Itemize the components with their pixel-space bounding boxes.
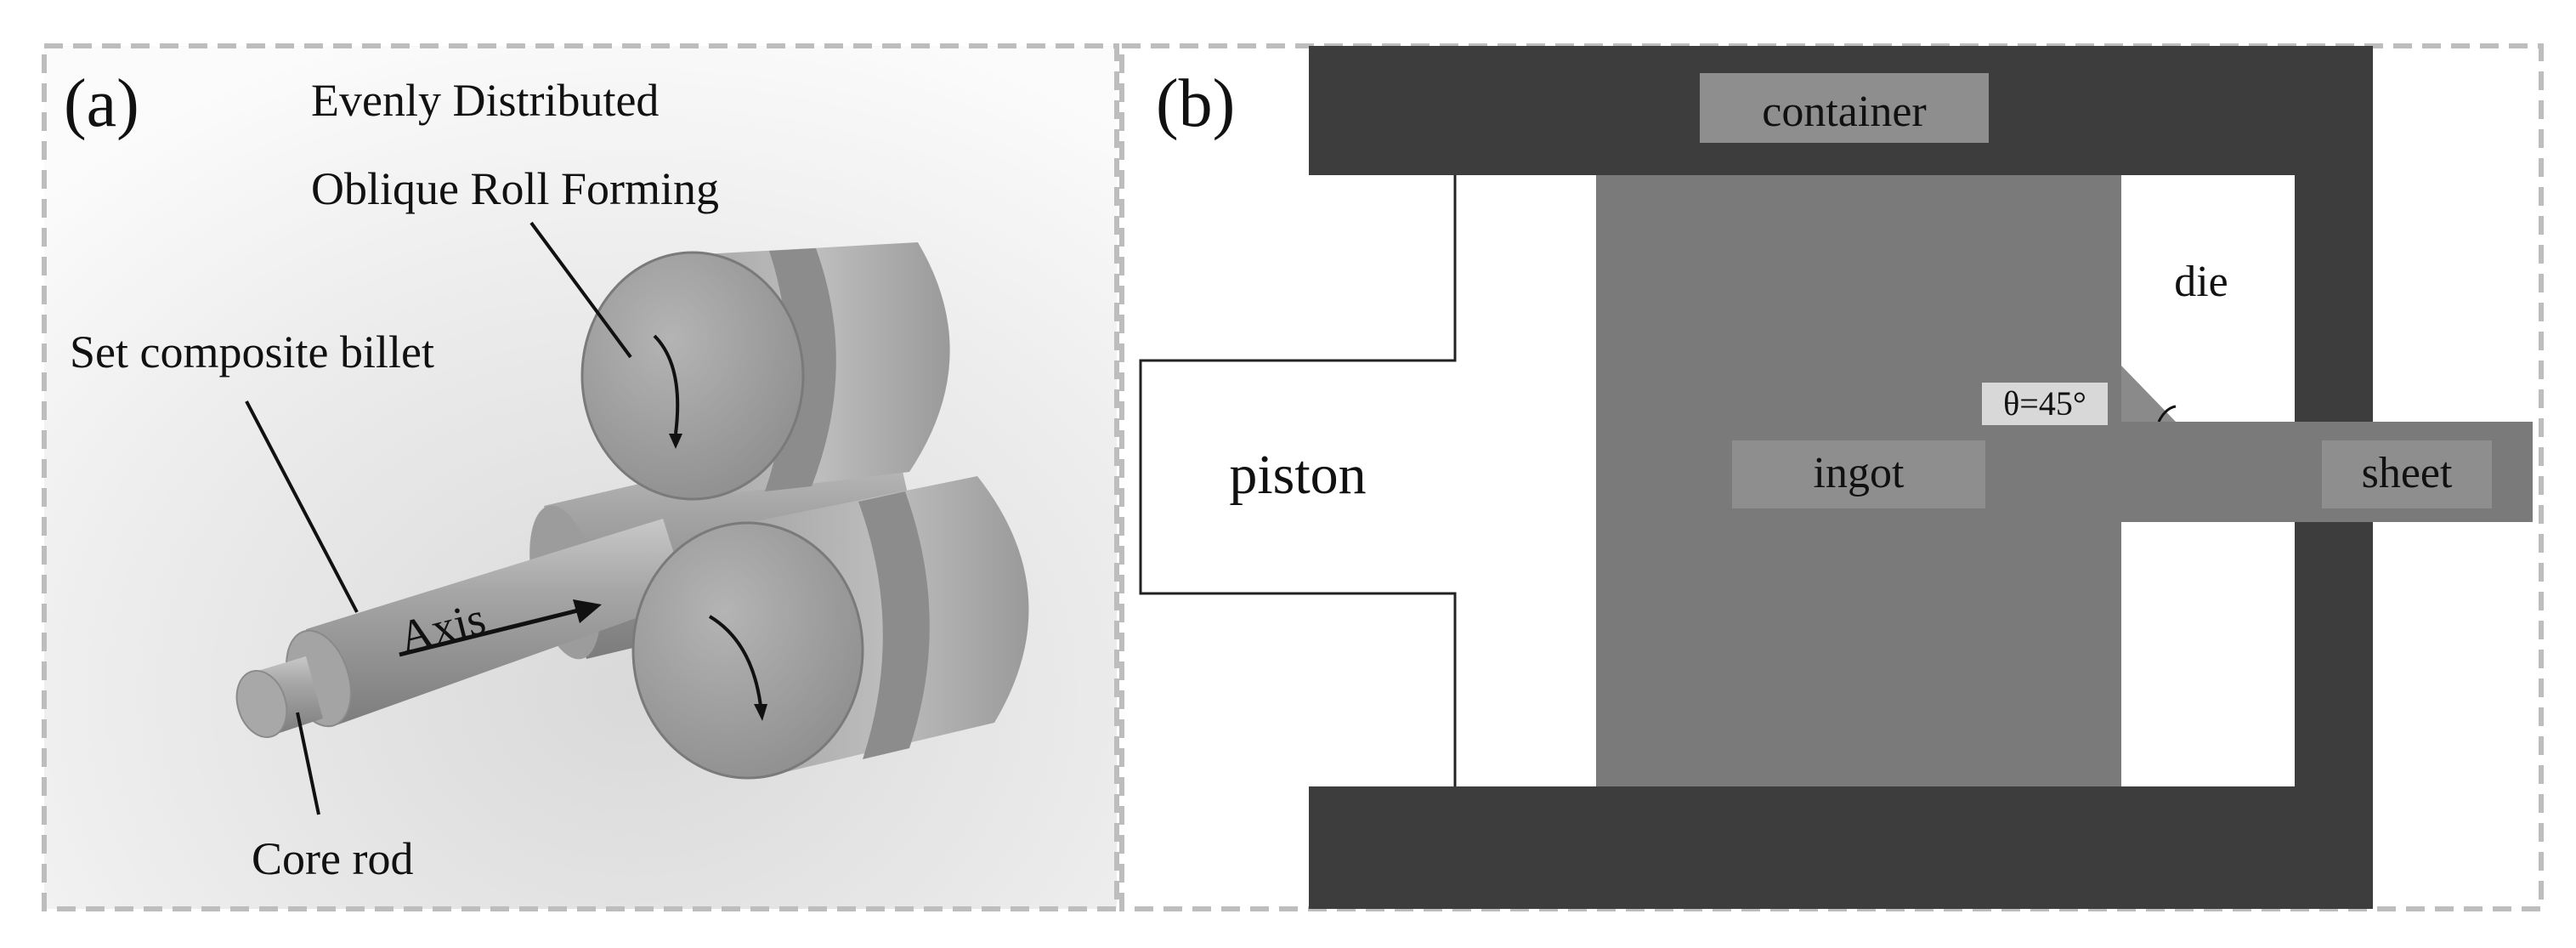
ingot-label: ingot bbox=[1814, 449, 1905, 497]
angle-label: θ=45° bbox=[2003, 384, 2086, 423]
sheet-label: sheet bbox=[2362, 449, 2453, 497]
title-line-1: Evenly Distributed bbox=[311, 75, 659, 126]
panel-a-label: (a) bbox=[64, 66, 139, 141]
roll-top bbox=[580, 242, 950, 501]
piston-outline bbox=[1139, 175, 1457, 786]
panel-a-frame bbox=[42, 43, 1119, 911]
container-right-upper bbox=[2295, 175, 2373, 426]
container-bottom bbox=[1309, 786, 2373, 909]
leader-oblique-roll bbox=[529, 221, 632, 359]
leader-core-rod bbox=[296, 712, 320, 815]
rotation-arrow-top bbox=[653, 334, 680, 434]
die-slope bbox=[2121, 366, 2176, 422]
angle-label-box bbox=[1982, 383, 2108, 425]
container-label-box bbox=[1700, 73, 1989, 143]
axis-arrow bbox=[399, 599, 602, 657]
title-line-2: Oblique Roll Forming bbox=[311, 163, 719, 214]
panel-a: (a) Evenly Distributed Oblique Roll Form… bbox=[42, 43, 1119, 911]
panel-b-label: (b) bbox=[1156, 66, 1235, 141]
roll-bottom bbox=[631, 476, 1029, 780]
core-rod-label: Core rod bbox=[252, 833, 413, 884]
billet-label: Set composite billet bbox=[70, 326, 434, 377]
sheet-label-box bbox=[2322, 440, 2492, 508]
panel-a-background bbox=[44, 46, 1117, 909]
rotation-arrow-bottom bbox=[708, 615, 762, 707]
ingot-label-box bbox=[1732, 440, 1985, 508]
panel-b: (b) container die θ=45° piston ingot she… bbox=[1119, 43, 2544, 911]
piston-label: piston bbox=[1229, 444, 1366, 506]
core-rod bbox=[235, 656, 323, 739]
container-right-lower bbox=[2295, 522, 2373, 786]
leader-billet bbox=[245, 400, 359, 613]
container-label: container bbox=[1762, 88, 1926, 136]
die-label: die bbox=[2174, 258, 2228, 306]
angle-arc bbox=[2157, 405, 2177, 423]
